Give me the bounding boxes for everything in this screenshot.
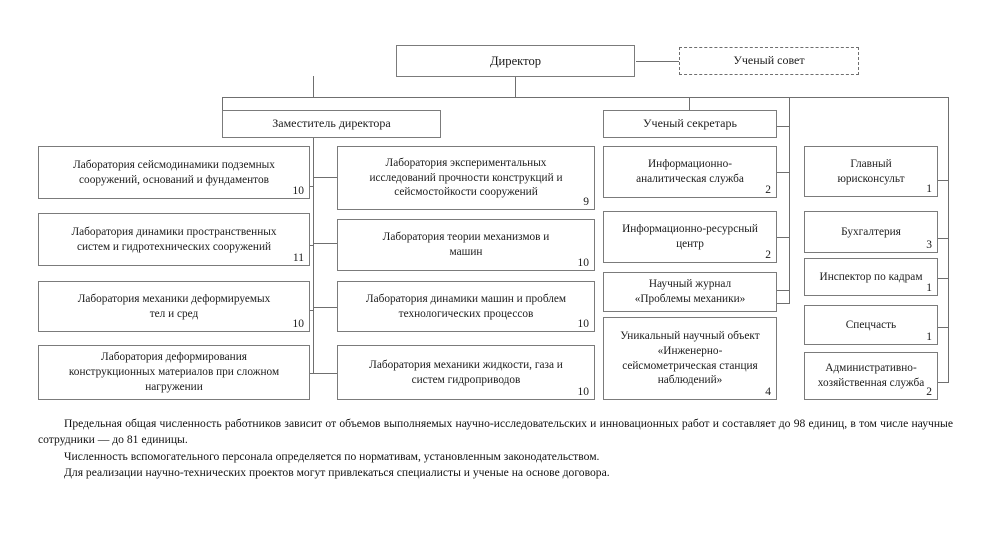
connector-service-4: [777, 303, 790, 304]
connector-director-to-council: [636, 61, 679, 62]
node-labs-right-3[interactable]: Лаборатория механики жидкости, газа и си…: [337, 345, 595, 400]
node-administration-2[interactable]: Инспектор по кадрам 1: [804, 258, 938, 296]
node-director[interactable]: Директор: [396, 45, 635, 77]
node-services-0[interactable]: Информационно- аналитическая служба 2: [603, 146, 777, 198]
connector-admin-5: [937, 382, 949, 383]
node-services-1-label: Информационно-ресурсный центр: [622, 223, 758, 250]
node-services-3[interactable]: Уникальный научный объект «Инженерно- се…: [603, 317, 777, 400]
node-director-label: Директор: [489, 53, 542, 68]
node-administration-2-count: 1: [926, 282, 932, 295]
connector-lab-right-1: [313, 177, 338, 178]
connector-deputy-trunk: [313, 76, 314, 98]
node-labs-left-1-count: 11: [292, 252, 304, 265]
node-labs-right-1-count: 10: [577, 257, 590, 270]
node-labs-right-0[interactable]: Лаборатория экспериментальных исследован…: [337, 146, 595, 210]
node-labs-right-1-label: Лаборатория теории механизмов и машин: [382, 231, 550, 258]
node-services-3-label: Уникальный научный объект «Инженерно- се…: [620, 330, 760, 387]
node-administration-3-label: Спецчасть: [845, 318, 897, 331]
node-labs-right-0-label: Лаборатория экспериментальных исследован…: [369, 156, 563, 199]
node-administration-1-label: Бухгалтерия: [841, 225, 901, 238]
node-administration-0-label: Главный юрисконсульт: [837, 157, 905, 185]
node-labs-right-0-count: 9: [583, 196, 589, 209]
node-labs-left-1[interactable]: Лаборатория динамики пространственных си…: [38, 213, 310, 266]
node-labs-right-2-count: 10: [577, 318, 590, 331]
node-services-1-count: 2: [765, 249, 771, 262]
node-administration-2-label: Инспектор по кадрам: [819, 270, 923, 283]
note-paragraph-2: Численность вспомогательного персонала о…: [64, 449, 600, 463]
node-services-0-count: 2: [765, 184, 771, 197]
node-administration-1[interactable]: Бухгалтерия 3: [804, 211, 938, 253]
node-labs-left-0-label: Лаборатория сейсмодинамики подземных соо…: [73, 158, 275, 186]
connector-services-spine: [789, 97, 790, 303]
connector-bus-to-secretary: [689, 97, 690, 110]
node-administration-0[interactable]: Главный юрисконсульт 1: [804, 146, 938, 197]
connector-lab-right-2: [313, 243, 338, 244]
node-administration-3[interactable]: Спецчасть 1: [804, 305, 938, 345]
node-labs-right-3-count: 10: [577, 386, 590, 399]
connector-service-0: [777, 126, 790, 127]
connector-main-bus: [222, 97, 949, 98]
node-labs-right-3-label: Лаборатория механики жидкости, газа и си…: [369, 358, 563, 386]
node-labs-left-3-label: Лаборатория деформирования конструкционн…: [68, 351, 280, 393]
node-services-2[interactable]: Научный журнал «Проблемы механики»: [603, 272, 777, 312]
node-deputy-director[interactable]: Заместитель директора: [222, 110, 441, 138]
node-labs-right-2[interactable]: Лаборатория динамики машин и проблем тех…: [337, 281, 595, 332]
node-labs-left-0[interactable]: Лаборатория сейсмодинамики подземных соо…: [38, 146, 310, 199]
connector-admin-3: [937, 278, 949, 279]
connector-director-down: [515, 76, 516, 98]
connector-service-2: [777, 237, 790, 238]
node-services-3-count: 4: [765, 386, 771, 399]
node-services-2-label: Научный журнал «Проблемы механики»: [634, 278, 746, 305]
node-labs-right-1[interactable]: Лаборатория теории механизмов и машин 10: [337, 219, 595, 271]
node-labs-left-2-label: Лаборатория механики деформируемых тел и…: [77, 292, 271, 320]
node-scientific-secretary[interactable]: Ученый секретарь: [603, 110, 777, 138]
connector-service-3: [777, 290, 790, 291]
node-labs-left-1-label: Лаборатория динамики пространственных си…: [71, 225, 277, 253]
node-services-1[interactable]: Информационно-ресурсный центр 2: [603, 211, 777, 263]
node-administration-4-label: Административно- хозяйственная служба: [817, 362, 925, 389]
connector-lab-right-4: [313, 373, 338, 374]
connector-bus-to-deputy: [222, 97, 223, 110]
connector-admin-1: [937, 180, 949, 181]
note-paragraph-1: Предельная общая численность работников …: [38, 417, 953, 447]
node-deputy-director-label: Заместитель директора: [272, 116, 391, 131]
node-services-0-label: Информационно- аналитическая служба: [636, 158, 744, 185]
connector-deputy-spine: [313, 138, 314, 373]
node-academic-council-label: Ученый совет: [733, 53, 805, 68]
connector-service-1: [777, 172, 790, 173]
node-administration-4-count: 2: [926, 386, 932, 399]
node-labs-left-0-count: 10: [292, 185, 305, 198]
note-paragraph-3: Для реализации научно-технических проект…: [64, 466, 610, 480]
connector-lab-right-3: [313, 307, 338, 308]
notes-block: Предельная общая численность работников …: [38, 416, 953, 482]
node-academic-council[interactable]: Ученый совет: [679, 47, 859, 75]
connector-admin-2: [937, 238, 949, 239]
node-administration-4[interactable]: Административно- хозяйственная служба 2: [804, 352, 938, 400]
node-labs-left-2-count: 10: [292, 318, 305, 331]
node-labs-right-2-label: Лаборатория динамики машин и проблем тех…: [365, 292, 567, 320]
node-administration-3-count: 1: [926, 331, 932, 344]
connector-admin-4: [937, 327, 949, 328]
node-administration-1-count: 3: [926, 239, 932, 252]
node-administration-0-count: 1: [926, 183, 932, 196]
node-labs-left-2[interactable]: Лаборатория механики деформируемых тел и…: [38, 281, 310, 332]
connector-bus-to-administration: [948, 97, 949, 382]
node-scientific-secretary-label: Ученый секретарь: [643, 116, 737, 131]
node-labs-left-3[interactable]: Лаборатория деформирования конструкционн…: [38, 345, 310, 400]
